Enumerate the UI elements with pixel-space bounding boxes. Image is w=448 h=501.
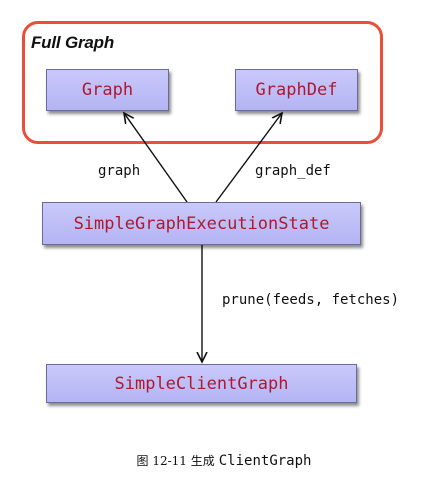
graph-node: Graph bbox=[46, 69, 169, 111]
edge-label-prune: prune(feeds, fetches) bbox=[222, 292, 400, 308]
edge-label-graph-def: graph_def bbox=[255, 163, 331, 179]
caption-prefix: 图 12-11 生成 bbox=[136, 454, 215, 468]
simple-client-graph-node: SimpleClientGraph bbox=[46, 364, 357, 403]
caption-name: ClientGraph bbox=[218, 453, 312, 469]
simple-graph-execution-state-node: SimpleGraphExecutionState bbox=[42, 202, 361, 245]
group-title: Full Graph bbox=[31, 33, 115, 52]
edge-label-graph: graph bbox=[98, 163, 141, 179]
graphdef-node: GraphDef bbox=[235, 69, 358, 111]
